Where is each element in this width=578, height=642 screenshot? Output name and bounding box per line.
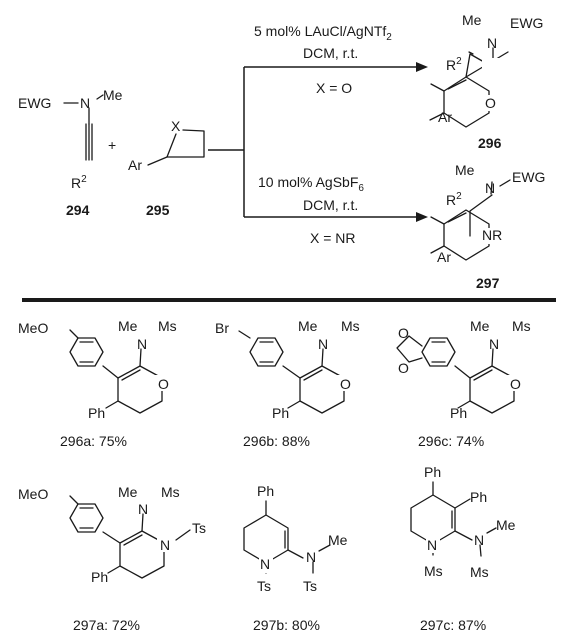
methyl-label: Me (103, 87, 123, 103)
heterocycle-295: X Ar 295 (128, 118, 205, 218)
dioxole-oxygen-2: O (398, 360, 409, 376)
caption-296a: 296a: 75% (60, 433, 127, 449)
compound-296-label: 296 (478, 135, 502, 151)
mesyl-label: Ms (341, 318, 360, 334)
ynamide-294: EWG N Me R2 294 (18, 87, 123, 218)
nitrogen-label: N (489, 336, 499, 352)
mesyl-label: Ms (512, 318, 531, 334)
phenyl-label: Ph (91, 569, 108, 585)
nitrogen-label: N (485, 180, 495, 196)
plus-sign: + (108, 137, 116, 153)
mesyl-label: Ms (158, 318, 177, 334)
mesyl-label-2: Ms (470, 564, 489, 580)
aryl-label: Ar (437, 249, 451, 265)
phenyl-label-2: Ph (470, 489, 487, 505)
ewg-label: EWG (18, 95, 51, 111)
x-equals-nr: X = NR (310, 230, 356, 246)
nitrogen-label: N (137, 336, 147, 352)
product-297: Me N EWG R2 NR Ar 297 (430, 162, 545, 291)
caption-297c: 297c: 87% (420, 617, 486, 633)
nitrogen-label: N (318, 336, 328, 352)
example-296c: O O Me N Ms O Ph 296c: 74% (396, 318, 531, 449)
r2-label: R2 (446, 56, 462, 73)
methyl-label: Me (118, 318, 138, 334)
example-297a: MeO Me N Ms N Ts Ph 297a: 72% (18, 484, 206, 633)
caption-296c: 296c: 74% (418, 433, 484, 449)
x-equals-o: X = O (316, 80, 352, 96)
solvent-bottom: DCM, r.t. (303, 197, 358, 213)
example-297b: Ph N N Me Ts Ts 297b: 80% (243, 483, 348, 633)
phenyl-label: Ph (88, 405, 105, 421)
top-conditions: 5 mol% LAuCl/AgNTf2 DCM, r.t. X = O (254, 23, 392, 96)
solvent-top: DCM, r.t. (303, 45, 358, 61)
methoxy-label: MeO (18, 320, 48, 336)
ring-oxygen-label: O (158, 376, 169, 392)
tosyl-label: Ts (192, 520, 206, 536)
ring-oxygen-label: O (485, 95, 496, 111)
compound-295-label: 295 (146, 202, 170, 218)
x-label: X (171, 118, 181, 134)
example-296b: Br Me N Ms O Ph 296b: 88% (215, 318, 360, 449)
nitrogen-label: N (80, 95, 90, 111)
tosyl-label-1: Ts (257, 578, 271, 594)
ewg-label: EWG (512, 169, 545, 185)
r2-label: R2 (71, 174, 87, 191)
product-296: Me N EWG R2 O Ar 296 (429, 12, 543, 151)
phenyl-label: Ph (450, 405, 467, 421)
nitrogen-label: N (474, 532, 484, 548)
ring-nitrogen-label: N (427, 537, 437, 553)
methyl-label: Me (496, 517, 516, 533)
mesyl-label: Ms (161, 484, 180, 500)
methyl-label: Me (455, 162, 475, 178)
nitrogen-label: N (306, 549, 316, 565)
phenyl-label: Ph (257, 483, 274, 499)
methyl-label: Me (470, 318, 490, 334)
ring-nr-label: NR (482, 227, 502, 243)
compound-297-label: 297 (476, 275, 500, 291)
compound-294-label: 294 (66, 202, 90, 218)
caption-297b: 297b: 80% (253, 617, 320, 633)
ring-nitrogen-label: N (260, 556, 270, 572)
phenyl-label: Ph (272, 405, 289, 421)
methyl-label: Me (328, 532, 348, 548)
aryl-label: Ar (128, 157, 142, 173)
methyl-label: Me (298, 318, 318, 334)
tosyl-label-2: Ts (303, 578, 317, 594)
caption-296b: 296b: 88% (243, 433, 310, 449)
aryl-label: Ar (438, 109, 452, 125)
phenyl-label-1: Ph (424, 464, 441, 480)
r2-label: R2 (446, 191, 462, 208)
dioxole-oxygen-1: O (398, 325, 409, 341)
ewg-label: EWG (510, 15, 543, 31)
example-296a: MeO Me N Ms O Ph 296a: 75% (18, 318, 177, 449)
example-297c: Ph Ph N N Me Ms Ms 297c: 87% (410, 464, 516, 633)
bottom-conditions: 10 mol% AgSbF6 DCM, r.t. X = NR (258, 174, 364, 246)
methyl-label: Me (118, 484, 138, 500)
caption-297a: 297a: 72% (73, 617, 140, 633)
catalyst-gold: 5 mol% LAuCl/AgNTf2 (254, 23, 392, 43)
ring-oxygen-label: O (510, 376, 521, 392)
nitrogen-label: N (487, 35, 497, 51)
branching-arrows (208, 62, 428, 222)
bromo-label: Br (215, 320, 229, 336)
catalyst-silver: 10 mol% AgSbF6 (258, 174, 364, 194)
nitrogen-label: N (138, 501, 148, 517)
mesyl-label-1: Ms (424, 563, 443, 579)
ring-oxygen-label: O (340, 376, 351, 392)
methyl-label: Me (462, 12, 482, 28)
ring-nitrogen-label: N (160, 537, 170, 553)
methoxy-label: MeO (18, 486, 48, 502)
